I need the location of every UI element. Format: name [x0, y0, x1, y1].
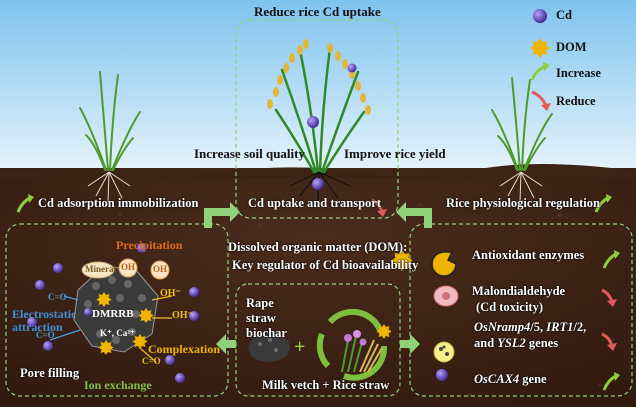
mineral-tag	[81, 261, 115, 279]
malondialdehyde-label: Malondialdehyde	[472, 284, 566, 298]
gene-irt1: IRT1	[546, 320, 574, 334]
dom-icons	[96, 292, 154, 355]
pore-filling-label: Pore filling	[20, 366, 80, 380]
recycle-icon	[316, 308, 388, 381]
reduce-icon	[371, 198, 387, 217]
oh-label-1: OH	[121, 262, 136, 272]
gene-cell-icon	[433, 341, 455, 363]
dom-icon	[376, 324, 392, 339]
milk-vetch-icon	[341, 330, 367, 373]
soil-quality-label: Increase soil quality	[194, 146, 305, 161]
rice-plant-icon	[267, 39, 371, 203]
complexation-label: Complexation	[148, 342, 220, 356]
milk-vetch-rice-straw-label: Milk vetch + Rice straw	[262, 378, 390, 392]
arrow-to-top	[204, 202, 240, 228]
cd-toxicity-label: (Cd toxicity)	[476, 300, 543, 314]
antioxidant-enzyme-icon	[431, 251, 457, 277]
ion-exchange-label: Ion exchange	[84, 378, 152, 392]
dmrrb-label: DMRRB	[92, 308, 134, 320]
cd-icon	[307, 116, 319, 128]
oh-minus-label-2: OH⁻	[172, 310, 193, 321]
functional-group-bonds	[49, 295, 81, 341]
reduce-cd-uptake-title: Reduce rice Cd uptake	[254, 4, 381, 19]
complexation-bonds	[139, 295, 173, 363]
carbonyl-label-1: C=O	[48, 292, 67, 302]
gene-oscax4: OsCAX4	[474, 372, 520, 386]
rape-straw-biochar-label: Rape straw biochar	[246, 296, 287, 340]
reduce-icon	[601, 332, 617, 351]
right-plant-icon	[491, 77, 553, 203]
oh-minus-label-1: OH⁻	[160, 288, 181, 299]
arrow-to-right	[400, 334, 420, 354]
legend-dom-label: DOM	[556, 40, 587, 54]
legend-increase-label: Increase	[556, 66, 601, 80]
oh-tag-2	[150, 260, 170, 280]
arrow-to-left	[216, 334, 236, 354]
legend-cd-label: Cd	[556, 8, 572, 22]
cd-uptake-transport-label: Cd uptake and transport	[248, 196, 382, 210]
precipitation-label: Precipitation	[116, 238, 183, 252]
increase-icon	[602, 372, 620, 391]
cd-icon	[312, 178, 324, 190]
flow-arrows	[204, 202, 432, 354]
increase-icon	[594, 194, 612, 213]
dom-heading-line1: Dissolved organic matter (DOM):	[228, 240, 408, 254]
gene-ysl2: YSL2	[497, 336, 526, 350]
plus-sign: +	[294, 336, 306, 358]
legend-reduce-label: Reduce	[556, 94, 596, 108]
oscax4-gene-label: OsCAX4 gene	[474, 372, 547, 386]
top-box	[235, 19, 399, 219]
carbonyl-label-2: C=O	[36, 330, 55, 340]
arrow-to-top-right	[396, 202, 432, 228]
gene-osnramp4: OsNramp4	[474, 320, 531, 334]
cd-icon	[436, 369, 448, 381]
legend-dom-icon	[530, 38, 550, 58]
left-box	[5, 223, 229, 397]
genes-line2: and YSL2 genes	[474, 336, 559, 350]
carbonyl-label-3: C=O	[142, 356, 161, 366]
malondialdehyde-icon	[433, 285, 459, 307]
dom-heading-line2: Key regulator of Cd bioavailability	[232, 258, 419, 272]
rape-straw-biochar-icon	[248, 332, 290, 362]
oh-label-2: OH	[153, 264, 168, 274]
increase-icon	[602, 250, 620, 269]
cd-icon	[347, 63, 357, 73]
cations-label: K⁺, Ca²⁺	[100, 328, 135, 338]
legend-reduce-icon	[531, 90, 551, 111]
legend-increase-icon	[530, 62, 550, 81]
biochar-particle-icon	[73, 265, 159, 353]
increase-icon	[16, 194, 34, 213]
cd-ions-left	[27, 243, 199, 383]
dom-icon	[391, 250, 413, 271]
oh-tag-1	[118, 258, 138, 278]
left-plant-icon	[79, 71, 141, 203]
reduce-icon	[601, 288, 617, 307]
antioxidant-label: Antioxidant enzymes	[472, 248, 585, 262]
right-box	[409, 223, 633, 397]
genes-line1: OsNramp4/5, IRT1/2,	[474, 320, 587, 334]
mineral-label: Mineral	[85, 264, 116, 274]
legend-cd-icon	[533, 9, 547, 23]
physiology-label: Rice physiological regulation	[446, 196, 600, 210]
rice-straw-icon	[359, 339, 383, 373]
center-box	[235, 283, 401, 397]
electrostatic-label: Electrostatic attraction	[12, 307, 77, 334]
adsorption-label: Cd adsorption immobilization	[38, 196, 199, 210]
rice-yield-label: Improve rice yield	[344, 146, 446, 161]
